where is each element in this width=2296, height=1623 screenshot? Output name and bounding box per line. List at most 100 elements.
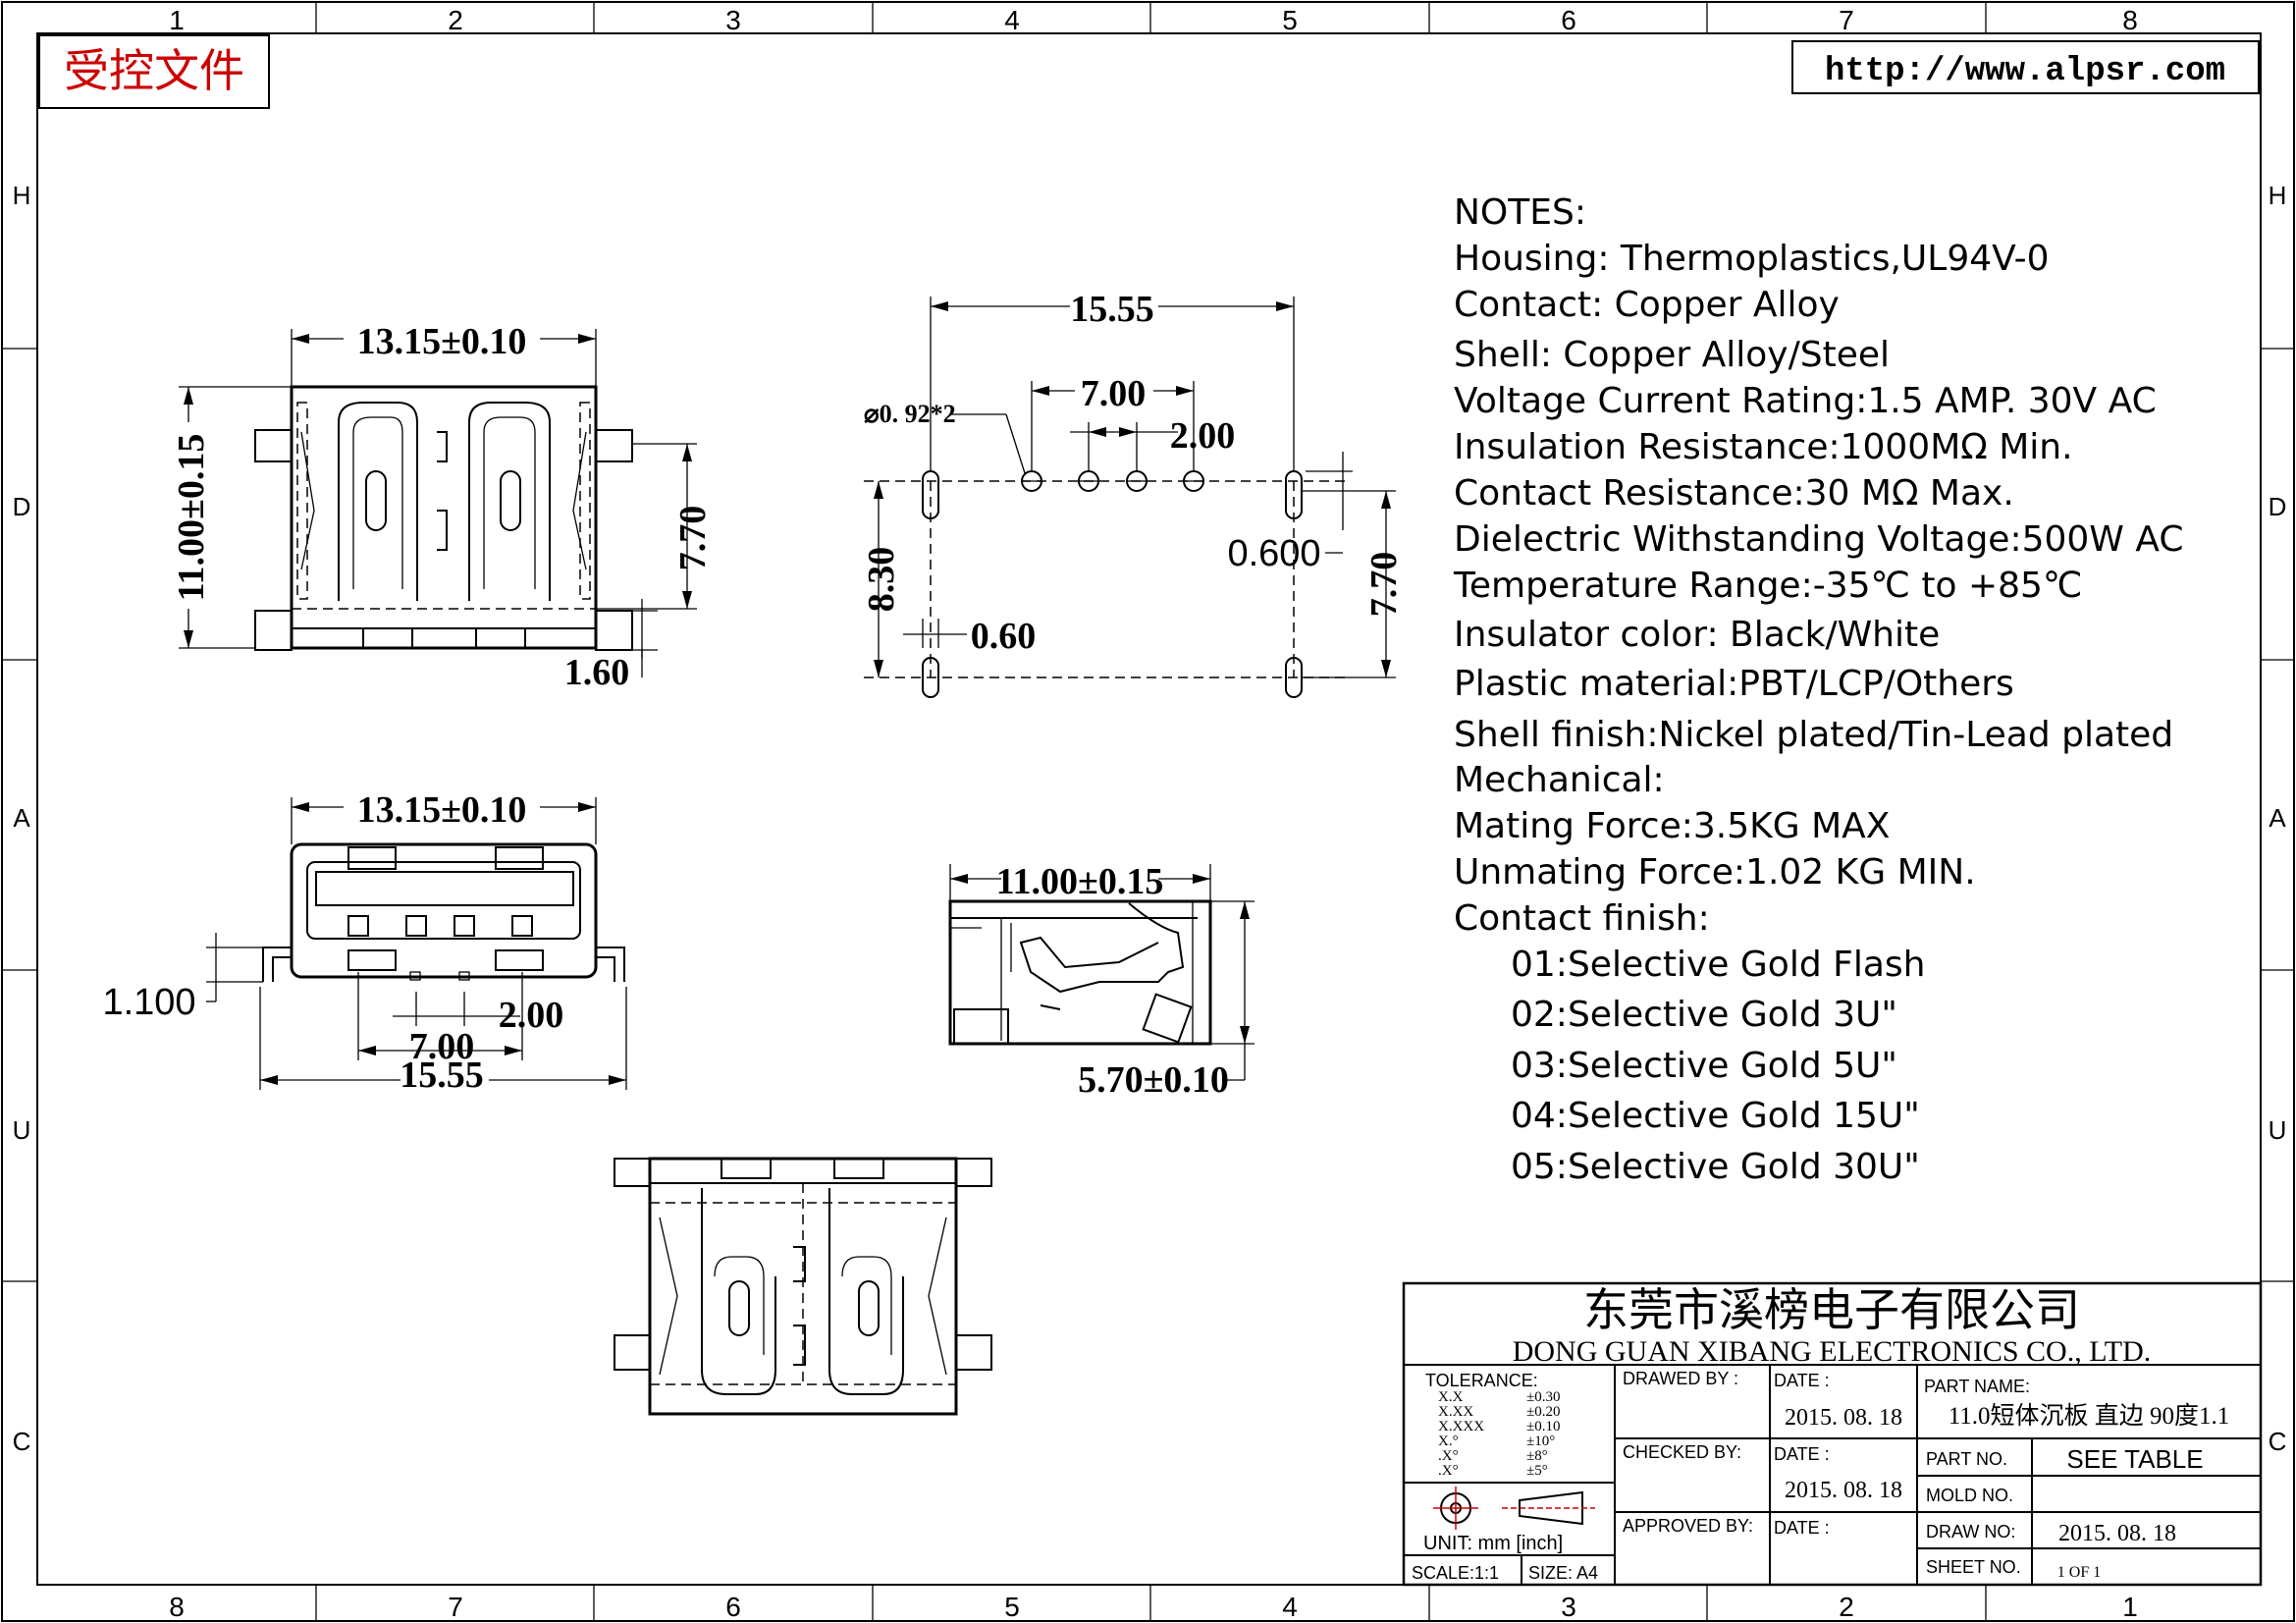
finish-option: 05:Selective Gold 30U": [1511, 1147, 1920, 1187]
note-line: Shell finish:Nickel plated/Tin-Lead plat…: [1454, 715, 2173, 755]
col-label: 2: [448, 5, 463, 35]
note-line: Contact Resistance:30 MΩ Max.: [1454, 473, 2014, 514]
part-no-value: SEE TABLE: [2066, 1444, 2203, 1474]
draw-no-value: 2015. 08. 18: [2058, 1521, 2176, 1546]
checked-by-label: CHECKED BY:: [1623, 1442, 1741, 1462]
note-line: Housing: Thermoplastics,UL94V-0: [1454, 239, 2050, 279]
tolerance-key: X.XXX: [1438, 1419, 1484, 1434]
dim-front-pitch-outer: 7.00: [409, 1026, 475, 1067]
side-view: [948, 899, 1212, 1046]
tolerance-label: TOLERANCE:: [1425, 1371, 1538, 1390]
top-view-dimensions: 13.15±0.10 11.00±0.15 7.70 1.60: [169, 319, 714, 693]
tolerance-key: X.X: [1438, 1389, 1464, 1405]
dim-footprint-slot: 0.60: [971, 616, 1037, 657]
pcb-footprint: [864, 470, 1345, 698]
note-line: Insulator color: Black/White: [1454, 615, 1940, 655]
part-name-label: PART NAME:: [1924, 1377, 2030, 1396]
front-view-dimensions: 13.15±0.10 1.100 2.00 7.00 15.55: [102, 787, 627, 1096]
finish-option: 04:Selective Gold 15U": [1511, 1096, 1920, 1136]
tolerance-key: X.XX: [1438, 1404, 1473, 1420]
dim-front-pitch-inner: 2.00: [499, 995, 564, 1036]
col-label: 8: [2122, 5, 2138, 35]
bottom-view: [614, 1157, 992, 1416]
dim-top-height: 11.00±0.15: [171, 434, 212, 602]
col-label: 3: [725, 5, 741, 35]
note-line: Dielectric Withstanding Voltage:500W AC: [1454, 519, 2183, 560]
top-view: [254, 385, 633, 651]
row-label: H: [2269, 181, 2287, 210]
row-label: D: [13, 492, 31, 521]
side-view-dimensions: 11.00±0.15 5.70±0.10: [949, 859, 1255, 1101]
dim-top-tab: 1.60: [564, 652, 630, 693]
unit-label: UNIT: mm [inch]: [1423, 1533, 1563, 1554]
col-label: 2: [1839, 1592, 1854, 1622]
row-label: U: [2269, 1115, 2287, 1145]
note-line: Plastic material:PBT/LCP/Others: [1454, 664, 2014, 704]
title-block: 东莞市溪榜电子有限公司 DONG GUAN XIBANG ELECTRONICS…: [1402, 1281, 2263, 1587]
tolerance-value: ±10°: [1526, 1434, 1555, 1449]
note-line: Shell: Copper Alloy/Steel: [1454, 335, 1890, 375]
notes-block: NOTES: Housing: Thermoplastics,UL94V-0 C…: [1453, 192, 2183, 1187]
row-label: U: [13, 1115, 31, 1145]
inner-frame: [36, 32, 2262, 1586]
col-label: 7: [448, 1592, 463, 1622]
size-label: SIZE: A4: [1528, 1563, 1598, 1583]
column-labels-bottom: 8 7 6 5 4 3 2 1: [169, 1592, 2138, 1622]
row-label: D: [2269, 492, 2287, 521]
row-label: H: [13, 181, 31, 210]
note-line: Mating Force:3.5KG MAX: [1454, 806, 1890, 846]
dim-side-height: 5.70±0.10: [1078, 1059, 1229, 1101]
col-label: 1: [2122, 1592, 2138, 1622]
website-box: http://www.alpsr.com: [1791, 40, 2260, 94]
stamp-label: 受控文件: [64, 46, 244, 96]
note-line: Contact finish:: [1454, 898, 1710, 939]
dim-footprint-inner-height: 7.70: [1363, 552, 1405, 618]
column-labels-top: 1 2 3 4 5 6 7 8: [169, 5, 2138, 35]
dim-side-length: 11.00±0.15: [996, 861, 1164, 902]
tolerance-value: ±0.20: [1526, 1404, 1560, 1420]
tolerance-value: ±8°: [1526, 1448, 1548, 1464]
dim-front-standoff: 1.100: [102, 982, 195, 1023]
col-label: 7: [1839, 5, 1854, 35]
part-name-value: 11.0短体沉板 直边 90度1.1: [1949, 1402, 2230, 1430]
note-line: Mechanical:: [1454, 760, 1665, 800]
col-label: 4: [1282, 1592, 1298, 1622]
row-label: C: [2269, 1427, 2287, 1456]
notes-heading: NOTES:: [1454, 192, 1586, 233]
note-line: Contact: Copper Alloy: [1454, 285, 1840, 325]
draw-no-label: DRAW NO:: [1926, 1522, 2015, 1542]
dim-top-inner: 7.70: [672, 506, 714, 571]
col-label: 5: [1282, 5, 1298, 35]
date-label: DATE :: [1774, 1518, 1830, 1538]
company-name-en: DONG GUAN XIBANG ELECTRONICS CO., LTD.: [1513, 1335, 2152, 1368]
dim-footprint-pitch-inner: 2.00: [1170, 415, 1236, 457]
mold-no-label: MOLD NO.: [1926, 1486, 2013, 1505]
tolerance-value: ±0.10: [1526, 1419, 1560, 1434]
date-label: DATE :: [1774, 1444, 1830, 1464]
col-label: 5: [1004, 1592, 1020, 1622]
controlled-document-stamp: 受控文件: [38, 34, 270, 109]
col-label: 1: [169, 5, 185, 35]
date-drawn: 2015. 08. 18: [1785, 1405, 1902, 1431]
sheet-no-value: 1 OF 1: [2057, 1564, 2101, 1581]
col-label: 4: [1004, 5, 1020, 35]
dim-front-total: 15.55: [400, 1055, 484, 1096]
col-label: 6: [725, 1592, 741, 1622]
tolerance-key: X.°: [1438, 1434, 1459, 1449]
tolerance-value: ±0.30: [1526, 1389, 1560, 1405]
dim-footprint-pitch-outer: 7.00: [1081, 373, 1147, 414]
row-label: A: [13, 803, 30, 833]
approved-by-label: APPROVED BY:: [1623, 1516, 1753, 1536]
website-url[interactable]: http://www.alpsr.com: [1825, 53, 2225, 90]
projection-symbol-icon: [1433, 1487, 1595, 1530]
dim-footprint-height: 8.30: [861, 547, 902, 613]
company-name-cn: 东莞市溪榜电子有限公司: [1583, 1285, 2080, 1335]
row-label: C: [13, 1427, 31, 1456]
note-line: Voltage Current Rating:1.5 AMP. 30V AC: [1454, 381, 2157, 421]
note-line: Unmating Force:1.02 KG MIN.: [1454, 852, 1976, 893]
part-no-label: PART NO.: [1926, 1449, 2007, 1469]
finish-option: 02:Selective Gold 3U": [1511, 995, 1897, 1035]
footprint-dimensions: 15.55 7.00 2.00 ⌀0. 92*2 8.30 0.600 7.70: [861, 287, 1405, 678]
